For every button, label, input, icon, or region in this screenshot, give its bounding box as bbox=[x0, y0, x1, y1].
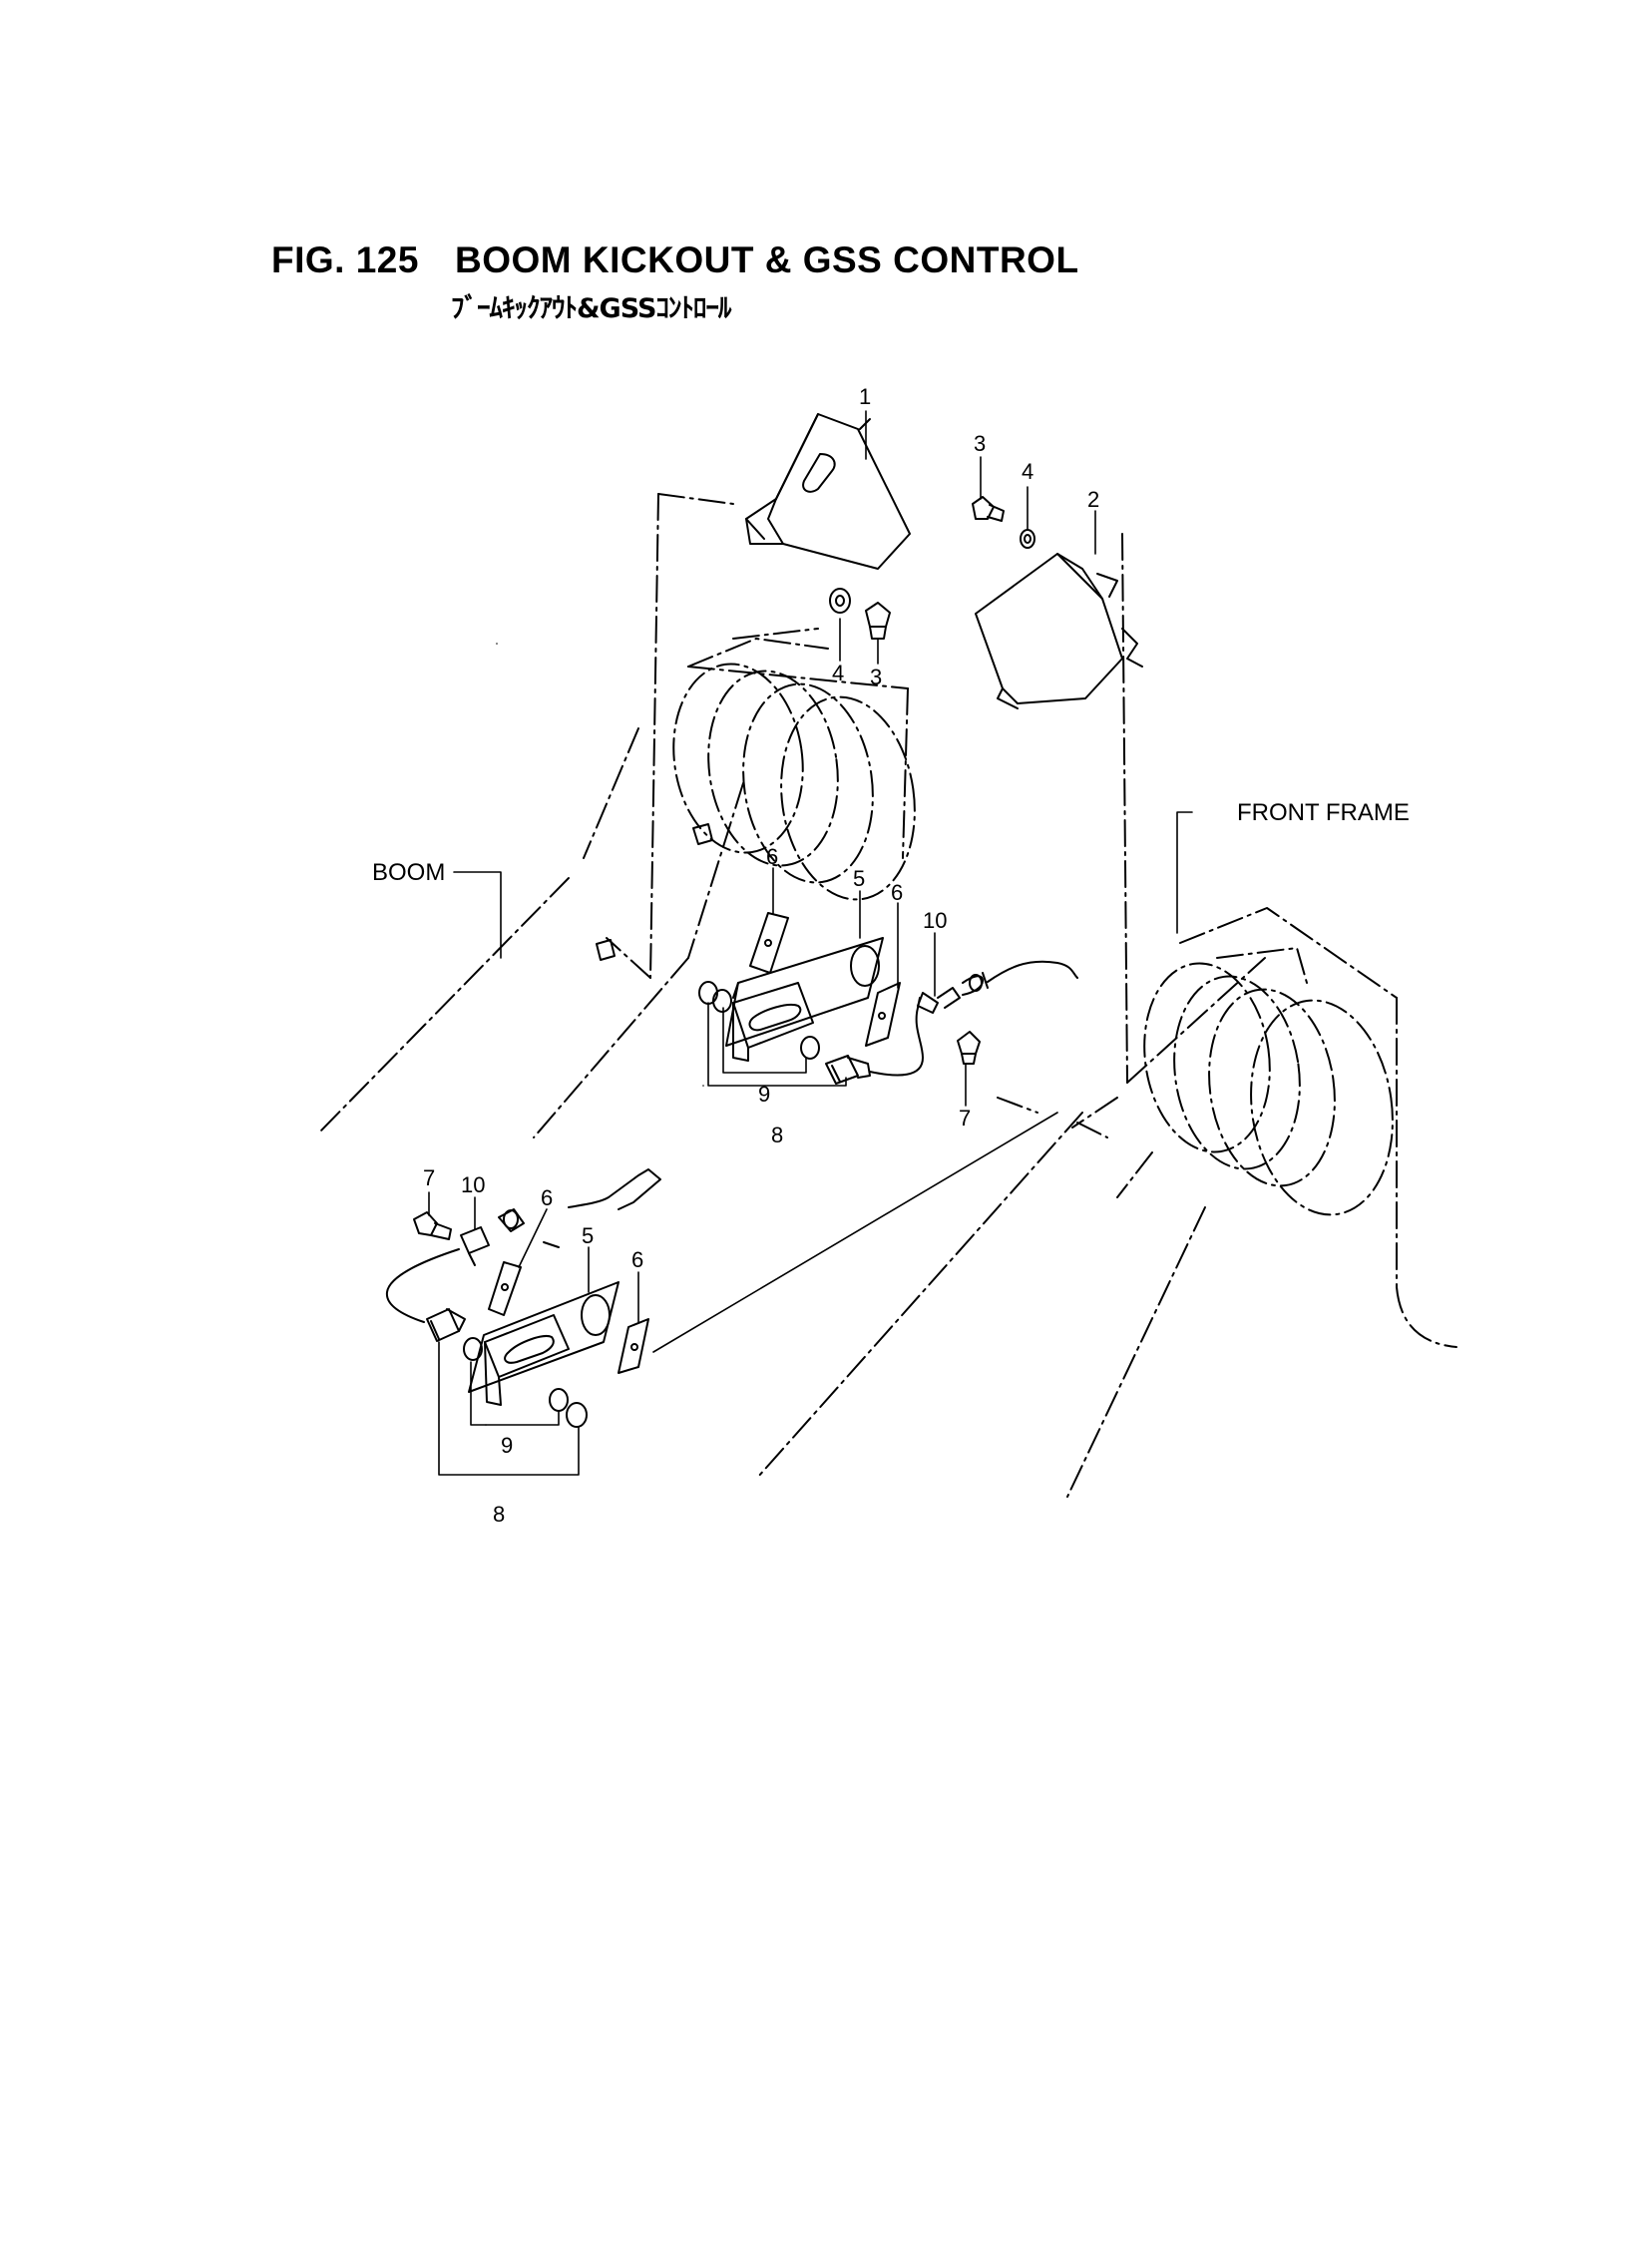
plate-part-6-lower-right bbox=[618, 1318, 649, 1374]
figure-subtitle-japanese: ﾌﾞｰﾑｷｯｸｱｳﾄ&GSSｺﾝﾄﾛｰﾙ bbox=[451, 293, 731, 324]
plate-part-6-upper-left bbox=[749, 912, 789, 974]
switch-bracket-upper bbox=[732, 982, 814, 1062]
switch-part-8-upper bbox=[825, 997, 924, 1085]
callout-5-lower: 5 bbox=[582, 1223, 594, 1248]
boom-pivot-rings bbox=[672, 663, 916, 901]
callout-10-upper: 10 bbox=[923, 908, 947, 933]
washer-part-4-mid bbox=[829, 588, 851, 614]
callout-7-upper: 7 bbox=[959, 1106, 971, 1131]
plate-part-6-upper-right bbox=[865, 982, 901, 1047]
callout-6-upper-left: 6 bbox=[766, 844, 778, 869]
cable-lower bbox=[385, 1168, 661, 1323]
leader-lines bbox=[428, 410, 1193, 1476]
callout-3-mid: 3 bbox=[870, 665, 882, 689]
boom-outline bbox=[318, 493, 909, 1248]
callout-9-lower: 9 bbox=[501, 1433, 513, 1458]
switch-part-10-upper bbox=[917, 972, 989, 1014]
callout-9-upper: 9 bbox=[758, 1082, 770, 1107]
callout-5-upper: 5 bbox=[853, 866, 865, 891]
front-frame-outline bbox=[757, 533, 1457, 1498]
bolt-part-3-top bbox=[972, 496, 1005, 522]
callout-4-top: 4 bbox=[1022, 459, 1033, 484]
switch-part-8-lower bbox=[426, 1308, 466, 1342]
callout-10-lower: 10 bbox=[461, 1172, 485, 1197]
callout-6-lower-left: 6 bbox=[541, 1185, 553, 1210]
washer-part-4-top bbox=[1020, 529, 1035, 549]
figure-title: BOOM KICKOUT & GSS CONTROL bbox=[455, 239, 1079, 280]
callout-6-upper-right: 6 bbox=[891, 880, 903, 905]
plate-part-6-lower-left bbox=[488, 1261, 522, 1316]
bracket-part-2 bbox=[975, 553, 1143, 709]
boom-label: BOOM bbox=[372, 859, 445, 886]
front-frame-label: FRONT FRAME bbox=[1237, 799, 1410, 826]
bolt-part-7-upper bbox=[957, 1031, 981, 1065]
boom-pins bbox=[596, 823, 713, 961]
plate-part-5-upper bbox=[725, 937, 884, 1047]
front-frame-pivot-rings bbox=[1143, 962, 1394, 1216]
bracket-part-1 bbox=[745, 413, 911, 570]
callout-4-mid: 4 bbox=[832, 661, 844, 685]
callout-8-upper: 8 bbox=[771, 1123, 783, 1147]
callout-3-top: 3 bbox=[974, 431, 986, 456]
cable-upper bbox=[987, 960, 1078, 983]
callout-6-lower-right: 6 bbox=[631, 1247, 643, 1272]
plate-part-5-lower bbox=[468, 1281, 620, 1393]
figure-title-line: FIG. 125 BOOM KICKOUT & GSS CONTROL bbox=[271, 239, 1079, 281]
callout-7-lower: 7 bbox=[423, 1165, 435, 1190]
ring-part-9-lower bbox=[463, 1337, 588, 1428]
callout-1: 1 bbox=[859, 384, 871, 409]
bolt-part-7-lower bbox=[413, 1211, 452, 1240]
callout-8-lower: 8 bbox=[493, 1502, 505, 1527]
switch-part-10-lower bbox=[460, 1208, 525, 1266]
bolt-part-3-mid bbox=[865, 602, 891, 640]
switch-bracket-lower bbox=[484, 1314, 570, 1406]
callout-2: 2 bbox=[1087, 487, 1099, 512]
figure-number: FIG. 125 bbox=[271, 239, 419, 280]
